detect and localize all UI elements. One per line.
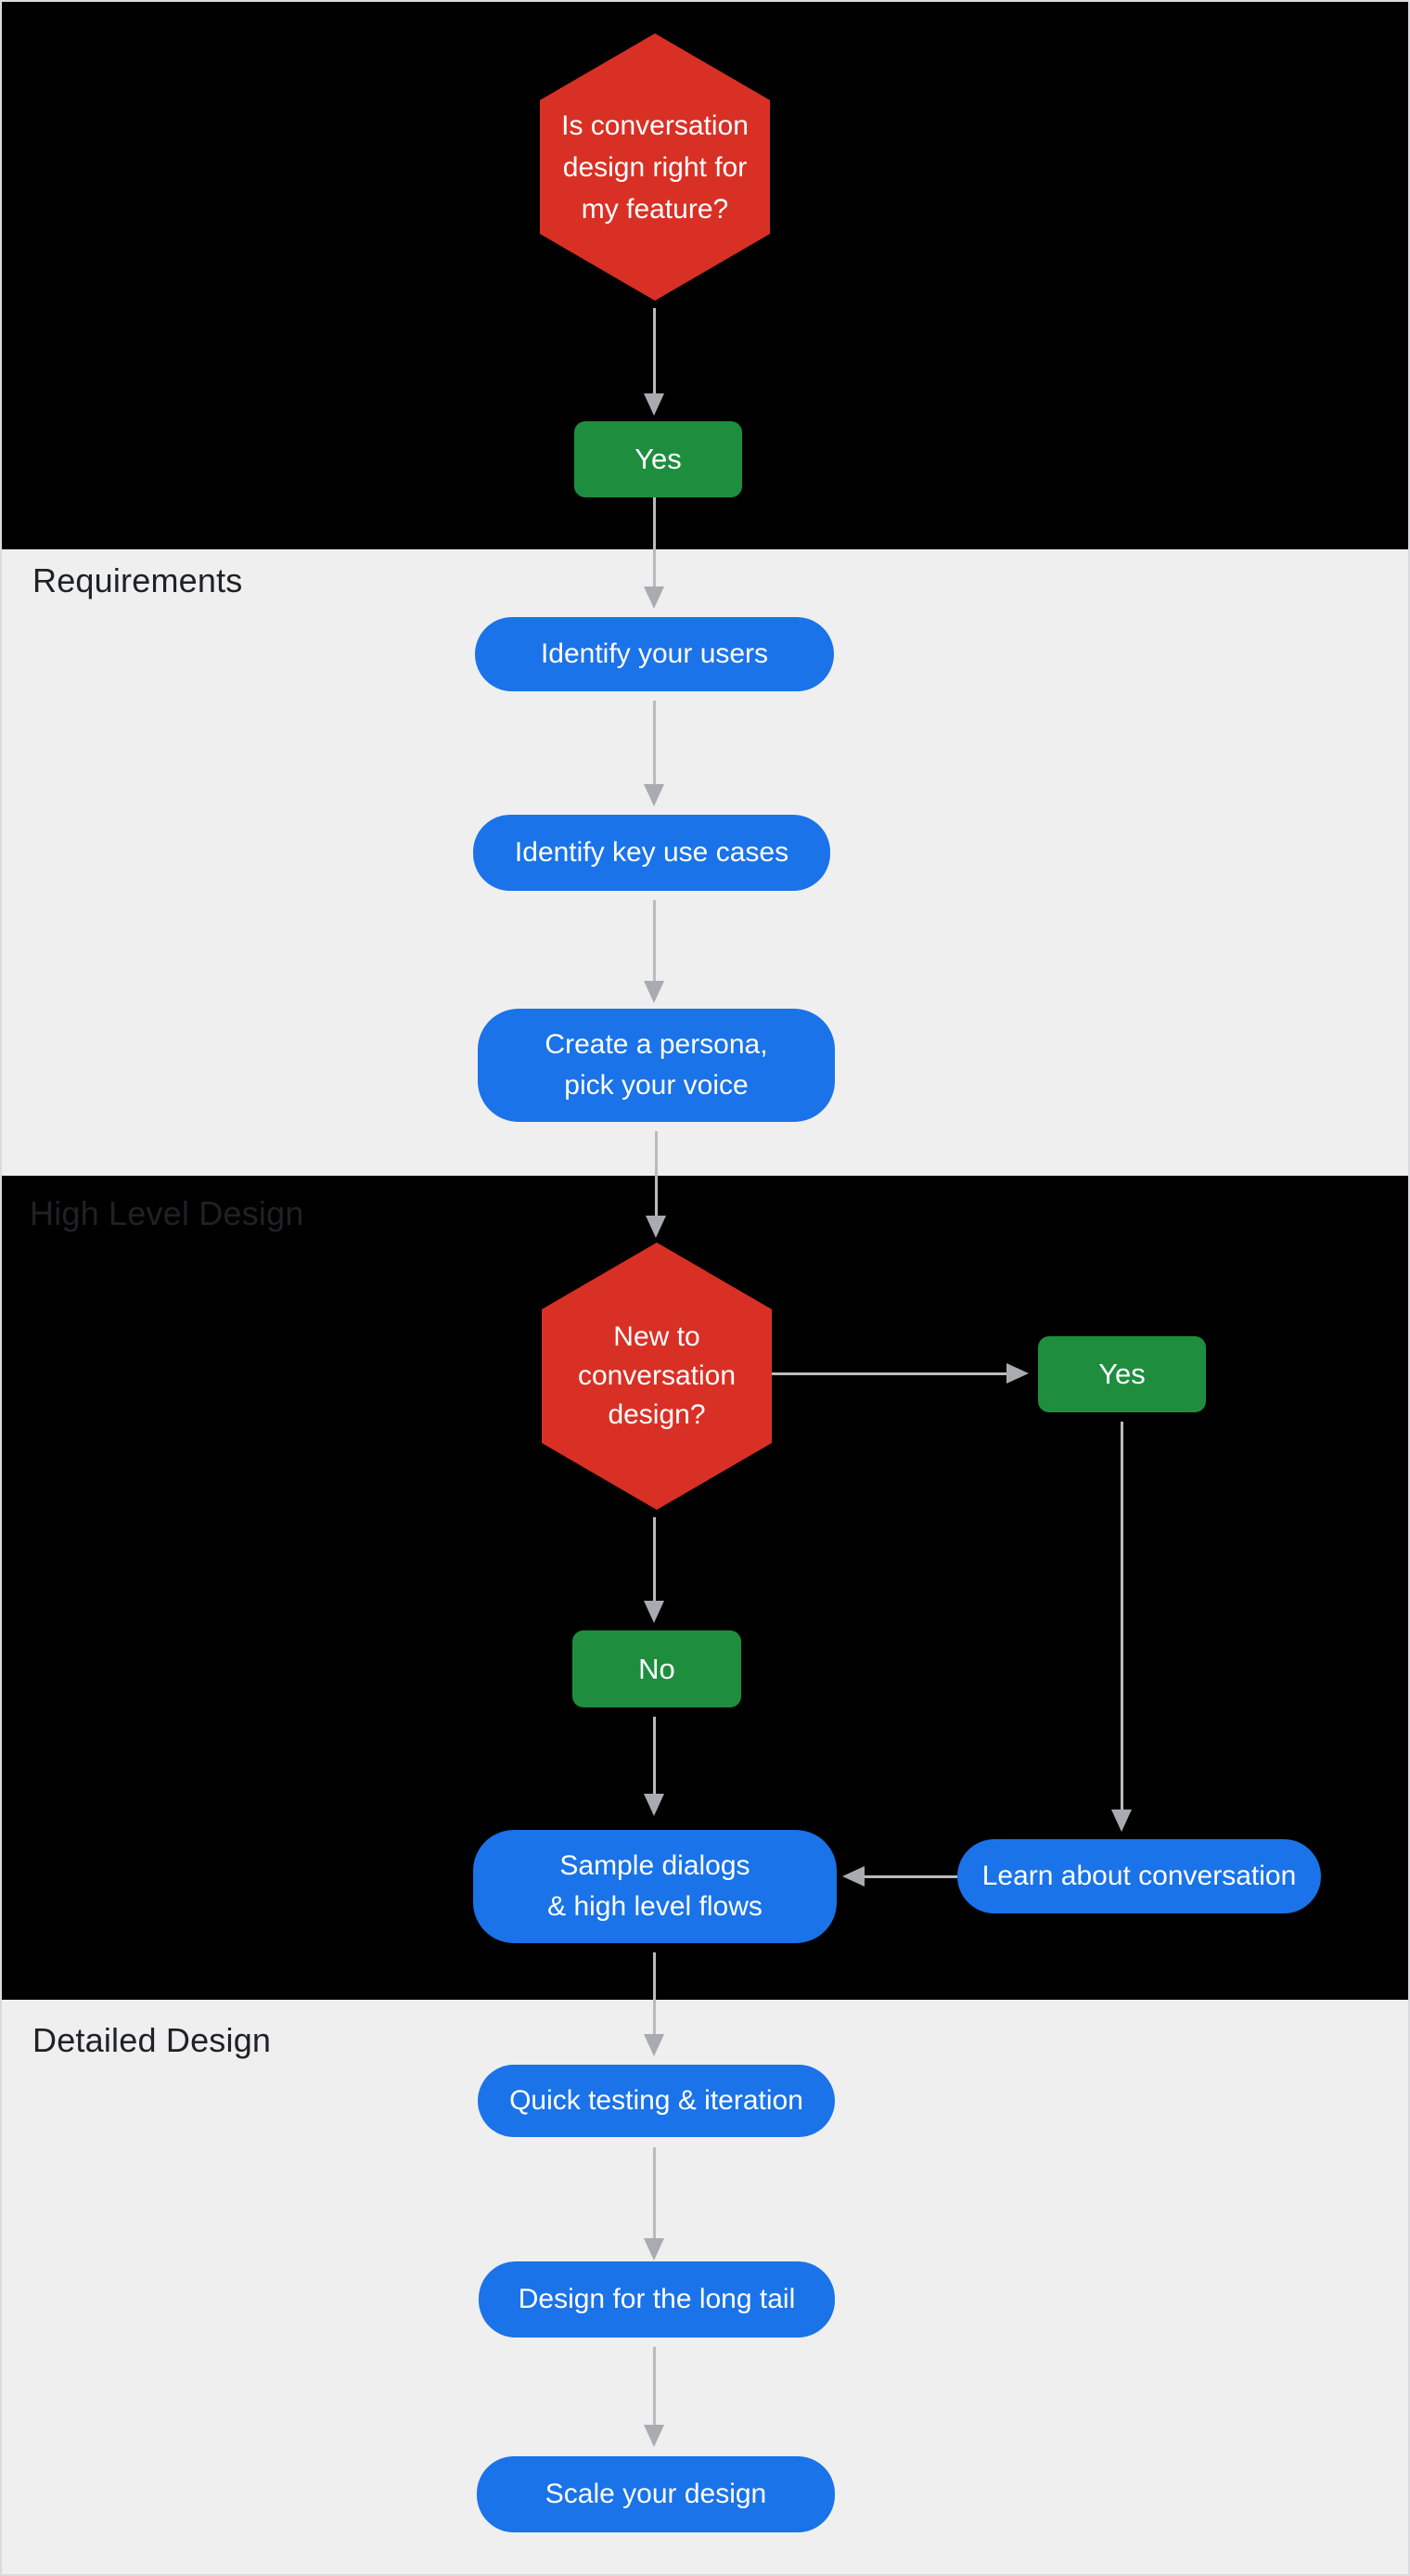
arrow-down-icon: [644, 393, 664, 416]
step-identify-key-use-cases[interactable]: Identify key use cases: [473, 815, 830, 891]
arrow-line: [653, 497, 656, 586]
arrow-line: [655, 1131, 658, 1216]
arrow-left-icon: [842, 1866, 865, 1887]
yes-new-button[interactable]: Yes: [1038, 1336, 1206, 1412]
step-create-persona[interactable]: Create a persona, pick your voice: [478, 1009, 835, 1122]
arrow-line: [653, 2347, 656, 2425]
step-sample-dialogs[interactable]: Sample dialogs & high level flows: [473, 1830, 837, 1943]
arrow-line: [653, 1717, 656, 1794]
arrow-down-icon: [644, 2034, 664, 2056]
arrow-down-icon: [644, 2425, 664, 2447]
arrow-line: [653, 701, 656, 784]
arrow-line: [865, 1875, 957, 1878]
arrow-line: [653, 2147, 656, 2238]
arrow-line: [653, 900, 656, 981]
step-design-long-tail[interactable]: Design for the long tail: [479, 2261, 835, 2338]
arrow-line: [653, 1952, 656, 2034]
step-scale-your-design[interactable]: Scale your design: [477, 2456, 835, 2532]
arrow-down-icon: [644, 784, 664, 806]
arrow-line: [653, 308, 656, 393]
arrow-down-icon: [646, 1216, 666, 1238]
arrow-right-icon: [1006, 1363, 1029, 1384]
section-label-high-level-design: High Level Design: [30, 1194, 304, 1232]
step-quick-testing[interactable]: Quick testing & iteration: [478, 2065, 835, 2137]
section-label-detailed-design: Detailed Design: [32, 2021, 272, 2059]
step-identify-your-users[interactable]: Identify your users: [475, 617, 834, 691]
section-label-requirements: Requirements: [32, 561, 243, 599]
arrow-line: [653, 1517, 656, 1601]
no-new-button[interactable]: No: [572, 1630, 741, 1707]
arrow-down-icon: [644, 2238, 664, 2260]
step-learn-about-conversation[interactable]: Learn about conversation: [957, 1839, 1321, 1913]
arrow-down-icon: [644, 586, 664, 609]
arrow-down-icon: [644, 1794, 664, 1816]
arrow-down-icon: [1111, 1810, 1132, 1832]
arrow-line: [772, 1372, 1006, 1375]
yes-start-button[interactable]: Yes: [574, 421, 742, 497]
arrow-down-icon: [644, 1601, 664, 1623]
arrow-line: [1121, 1422, 1123, 1810]
arrow-down-icon: [644, 981, 664, 1003]
